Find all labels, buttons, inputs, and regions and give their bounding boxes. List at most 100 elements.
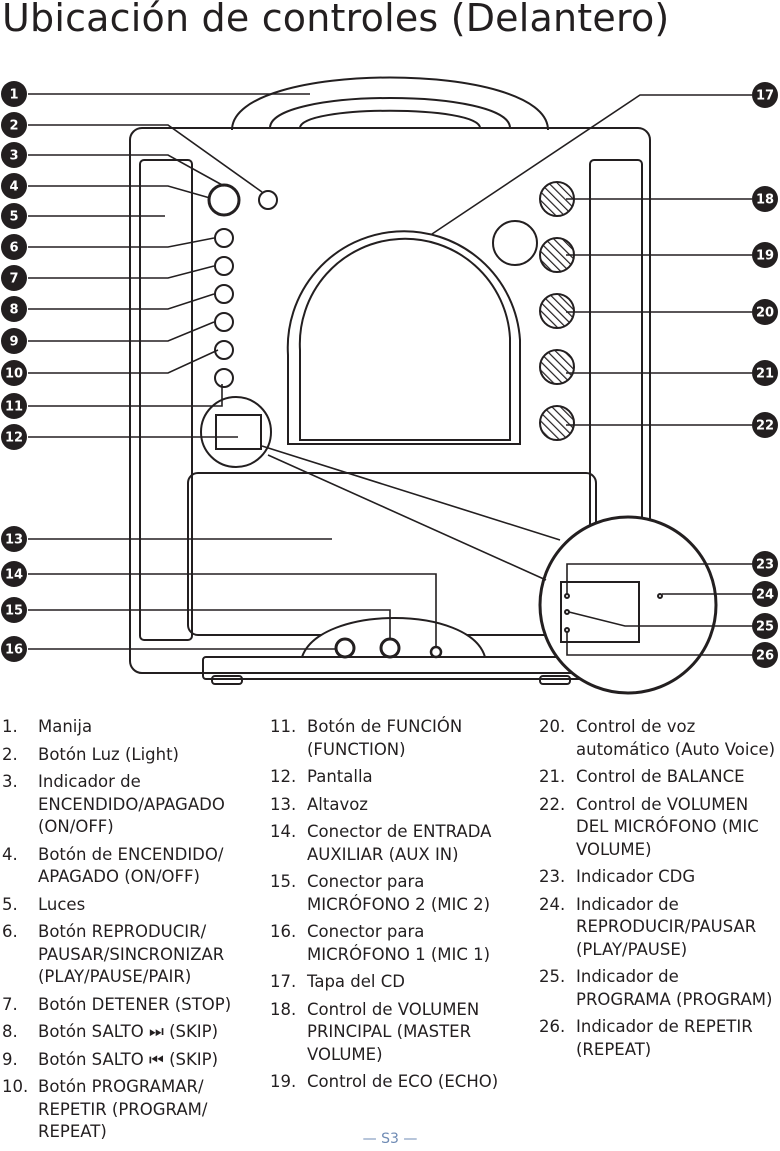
- display-zoom-circle: [538, 515, 718, 695]
- legend-text: Botón de FUNCIÓN (FUNCTION): [307, 717, 463, 759]
- legend-text: Botón REPRODUCIR/ PAUSAR/SINCRONIZAR (PL…: [38, 922, 225, 986]
- legend-number: 7.: [2, 994, 18, 1014]
- callout-1: 1: [1, 81, 27, 107]
- legend-text: Control de ECO (ECHO): [307, 1072, 499, 1091]
- callout-6: 6: [1, 234, 27, 260]
- legend-number: 21.: [539, 767, 566, 786]
- legend-number: 26.: [539, 1017, 566, 1036]
- callout-16: 16: [1, 636, 27, 662]
- callout-10: 10: [1, 360, 27, 386]
- handle: [231, 76, 549, 131]
- svg-text:22: 22: [756, 419, 774, 434]
- legend-text: Conector para MICRÓFONO 1 (MIC 1): [307, 922, 491, 964]
- legend-item: 22.Control de VOLUMEN DEL MICRÓFONO (MIC…: [539, 794, 778, 862]
- legend-column-3: 20.Control de voz automático (Auto Voice…: [539, 716, 778, 1066]
- svg-text:6: 6: [9, 241, 18, 256]
- callout-12: 12: [1, 424, 27, 450]
- legend-number: 11.: [270, 717, 297, 736]
- legend-item: 15. Conector para MICRÓFONO 2 (MIC 2): [270, 871, 515, 916]
- svg-text:12: 12: [5, 431, 23, 446]
- svg-text:15: 15: [5, 604, 23, 619]
- cd-lid: [286, 220, 538, 445]
- legend-text: Indicador de REPRODUCIR/PAUSAR (PLAY/PAU…: [576, 894, 757, 959]
- legend-number: 9.: [2, 1049, 18, 1069]
- page-number-footer: — S3 —: [362, 1131, 418, 1147]
- legend-number: 24.: [539, 894, 566, 914]
- legend-text: Indicador de REPETIR (REPEAT): [576, 1017, 753, 1059]
- legend-text: Indicador de PROGRAMA (PROGRAM): [576, 967, 773, 1009]
- legend-item: 2.Botón Luz (Light): [2, 744, 260, 767]
- legend-item: 26. Indicador de REPETIR (REPEAT): [539, 1016, 778, 1061]
- svg-text:20: 20: [756, 306, 774, 321]
- callout-21: 21: [752, 360, 778, 386]
- legend-number: 12.: [270, 767, 297, 786]
- device-diagram: 1 2 3 4 5 6 7 8 9 10 11 12 13 14 15 16 1…: [1, 76, 778, 695]
- legend-text: Indicador de ENCENDIDO/APAGADO (ON/OFF): [38, 772, 225, 836]
- callout-17: 17: [752, 82, 778, 108]
- svg-text:7: 7: [9, 272, 18, 287]
- callout-26: 26: [752, 642, 778, 668]
- callout-20: 20: [752, 299, 778, 325]
- svg-text:5: 5: [9, 210, 18, 225]
- callout-2: 2: [1, 112, 27, 138]
- callout-14: 14: [1, 561, 27, 587]
- legend-text: Indicador CDG: [576, 867, 696, 886]
- legend-item: 17. Tapa del CD: [270, 971, 515, 994]
- legend-number: 15.: [270, 872, 297, 891]
- legend-number: 17.: [270, 972, 297, 991]
- legend-item: 1.Manija: [2, 716, 260, 739]
- svg-text:23: 23: [756, 558, 774, 573]
- callout-8: 8: [1, 296, 27, 322]
- legend-number: 18.: [270, 999, 297, 1019]
- display: [215, 414, 262, 450]
- legend-text: Luces: [38, 894, 86, 914]
- legend-item: 8.Botón SALTO ⏭ (SKIP): [2, 1021, 260, 1044]
- legend-number: 1.: [2, 717, 18, 736]
- legend-text: Conector para MICRÓFONO 2 (MIC 2): [307, 872, 491, 914]
- svg-text:25: 25: [756, 620, 774, 635]
- svg-text:14: 14: [5, 568, 23, 583]
- legend-item: 6. Botón REPRODUCIR/ PAUSAR/SINCRONIZAR (…: [2, 921, 260, 989]
- legend-column-2: 11. Botón de FUNCIÓN (FUNCTION) 12.Pantal…: [270, 716, 515, 1099]
- legend-text: Tapa del CD: [307, 972, 405, 991]
- legend-number: 10.: [2, 1077, 29, 1096]
- svg-text:21: 21: [756, 367, 774, 382]
- legend-text: Control de voz automático (Auto Voice): [576, 717, 776, 759]
- legend-number: 16.: [270, 922, 297, 941]
- legend-item: 4.Botón de ENCENDIDO/ APAGADO (ON/OFF): [2, 844, 260, 889]
- legend-item: 7.Botón DETENER (STOP): [2, 994, 260, 1017]
- legend-column-1: 1.Manija 2.Botón Luz (Light) 3. Indicador…: [2, 716, 260, 1149]
- svg-text:16: 16: [5, 643, 23, 658]
- legend-number: 13.: [270, 794, 297, 814]
- callout-7: 7: [1, 265, 27, 291]
- legend-item: 20.Control de voz automático (Auto Voice…: [539, 716, 778, 761]
- legend-text: Control de VOLUMEN PRINCIPAL (MASTER VOL…: [307, 999, 480, 1064]
- leader-lines: [28, 93, 752, 656]
- svg-text:17: 17: [756, 89, 774, 104]
- callout-24: 24: [752, 581, 778, 607]
- legend-number: 2.: [2, 744, 18, 764]
- legend-text: Control de VOLUMEN DEL MICRÓFONO (MIC VO…: [576, 794, 759, 859]
- legend-number: 6.: [2, 922, 18, 941]
- legend-number: 14.: [270, 822, 297, 841]
- legend-item: 16. Conector para MICRÓFONO 1 (MIC 1): [270, 921, 515, 966]
- legend-text: Botón SALTO ⏮ (SKIP): [38, 1049, 219, 1069]
- callout-13: 13: [1, 526, 27, 552]
- device-body: [129, 127, 651, 674]
- callout-11: 11: [1, 393, 27, 419]
- legend-number: 3.: [2, 772, 18, 791]
- legend-item: 21.Control de BALANCE: [539, 766, 778, 789]
- legend-item: 11. Botón de FUNCIÓN (FUNCTION): [270, 716, 515, 761]
- legend-number: 8.: [2, 1022, 18, 1041]
- legend-item: 10.Botón PROGRAMAR/ REPETIR (PROGRAM/ RE…: [2, 1076, 260, 1144]
- legend-text: Altavoz: [307, 794, 368, 814]
- svg-text:2: 2: [9, 119, 18, 134]
- svg-text:11: 11: [5, 400, 23, 415]
- callout-23: 23: [752, 551, 778, 577]
- svg-text:24: 24: [756, 588, 774, 603]
- callout-15: 15: [1, 597, 27, 623]
- svg-text:26: 26: [756, 649, 774, 664]
- legend-item: 12.Pantalla: [270, 766, 515, 789]
- callout-22: 22: [752, 412, 778, 438]
- svg-text:18: 18: [756, 193, 774, 208]
